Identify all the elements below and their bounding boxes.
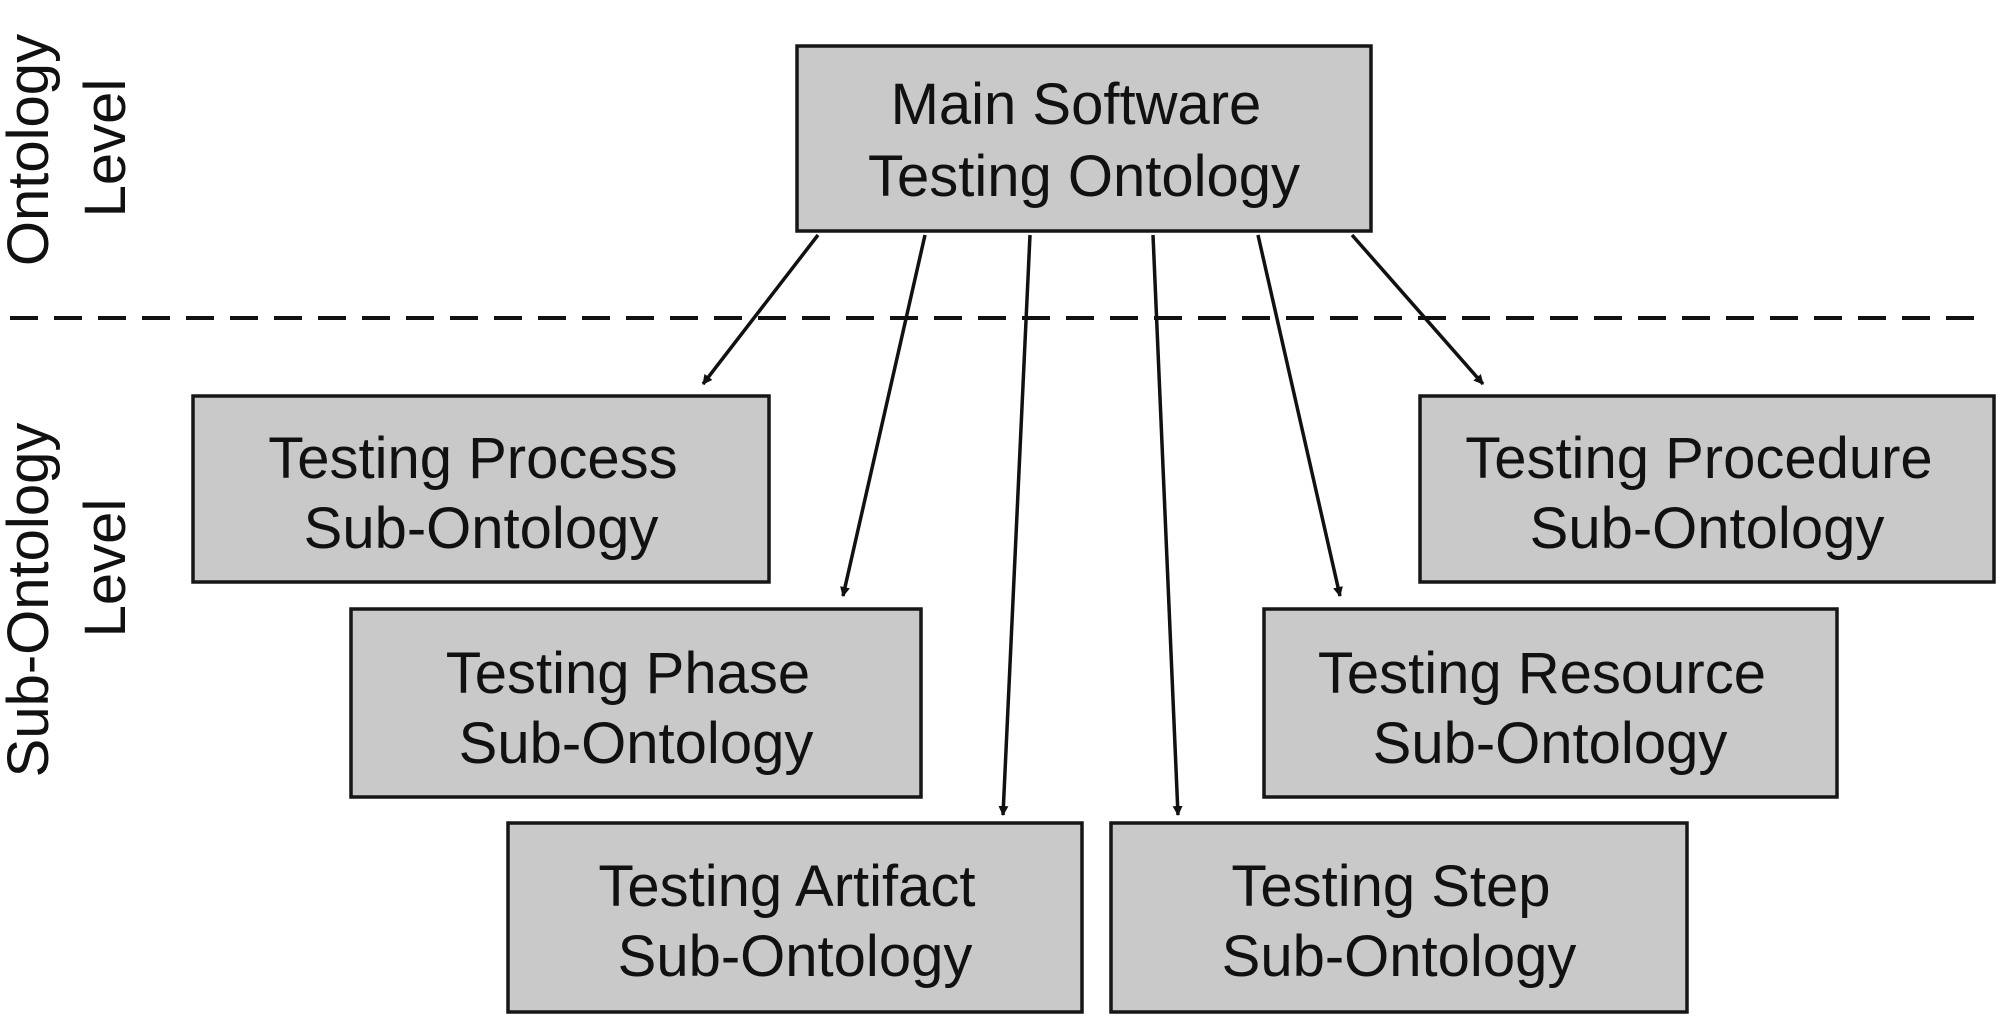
testing-procedure-line-1: Testing Procedure xyxy=(1465,426,1932,491)
testing-process-node: Testing Process Sub-Ontology xyxy=(191,394,771,584)
main-ontology-node: Main Software Testing Ontology xyxy=(795,44,1373,233)
arrow-to-process xyxy=(701,233,820,386)
testing-artifact-node: Testing Artifact Sub-Ontology xyxy=(506,821,1084,1014)
testing-procedure-line-2: Sub-Ontology xyxy=(1530,496,1885,561)
svg-text:Testing Process Sub-Onto: Testing Process Sub-Ontology xyxy=(268,426,694,561)
testing-step-line-2: Sub-Ontology xyxy=(1222,924,1577,989)
svg-text:Testing Phase Sub-Ontolo: Testing Phase Sub-Ontology xyxy=(446,641,826,776)
testing-procedure-node: Testing Procedure Sub-Ontology xyxy=(1418,394,1996,584)
testing-process-line-2: Sub-Ontology xyxy=(304,496,659,561)
testing-phase-node: Testing Phase Sub-Ontology xyxy=(349,607,923,799)
arrow-to-procedure xyxy=(1350,233,1485,386)
arrows xyxy=(701,233,1485,816)
testing-resource-line-1: Testing Resource xyxy=(1318,641,1766,706)
testing-phase-line-1: Testing Phase xyxy=(446,641,810,706)
main-ontology-line-2: Testing Ontology xyxy=(868,144,1300,209)
svg-text:Testing Resource Sub-Ont: Testing Resource Sub-Ontology xyxy=(1318,641,1782,776)
arrow-to-artifact xyxy=(998,234,1032,816)
testing-step-line-1: Testing Step xyxy=(1231,854,1550,919)
sub-ontology-level-label: Sub-Ontology Level xyxy=(0,423,138,778)
ontology-level-line-1: Ontology xyxy=(0,34,61,266)
sub-ontology-level-line-1: Sub-Ontology xyxy=(0,423,61,778)
ontology-level-label: Ontology Level xyxy=(0,34,138,266)
testing-resource-node: Testing Resource Sub-Ontology xyxy=(1262,607,1839,799)
testing-step-node: Testing Step Sub-Ontology xyxy=(1109,821,1689,1014)
sub-ontology-level-line-2: Level xyxy=(73,499,138,638)
arrow-to-phase xyxy=(840,234,927,597)
testing-resource-line-2: Sub-Ontology xyxy=(1373,711,1728,776)
svg-text:Level: Level xyxy=(73,79,138,218)
testing-artifact-line-2: Sub-Ontology xyxy=(618,924,973,989)
arrow-to-resource xyxy=(1256,234,1343,597)
svg-text:Testing Artifact Sub-Ont: Testing Artifact Sub-Ontology xyxy=(598,854,991,989)
testing-artifact-line-1: Testing Artifact xyxy=(598,854,975,919)
svg-text:Sub-Ontology: Sub-Ontology xyxy=(0,423,61,778)
svg-text:Level: Level xyxy=(73,499,138,638)
main-ontology-line-1: Main Software xyxy=(891,72,1262,137)
svg-text:Ontology: Ontology xyxy=(0,34,61,266)
svg-text:Main Software Testing On: Main Software Testing Ontology xyxy=(868,72,1300,209)
arrow-to-step xyxy=(1151,234,1183,816)
testing-process-line-1: Testing Process xyxy=(268,426,677,491)
testing-phase-line-2: Sub-Ontology xyxy=(459,711,814,776)
svg-text:Testing Step Sub-Ontolog: Testing Step Sub-Ontology xyxy=(1222,854,1577,989)
ontology-level-line-2: Level xyxy=(73,79,138,218)
svg-text:Testing Procedure Sub-On: Testing Procedure Sub-Ontology xyxy=(1465,426,1949,561)
